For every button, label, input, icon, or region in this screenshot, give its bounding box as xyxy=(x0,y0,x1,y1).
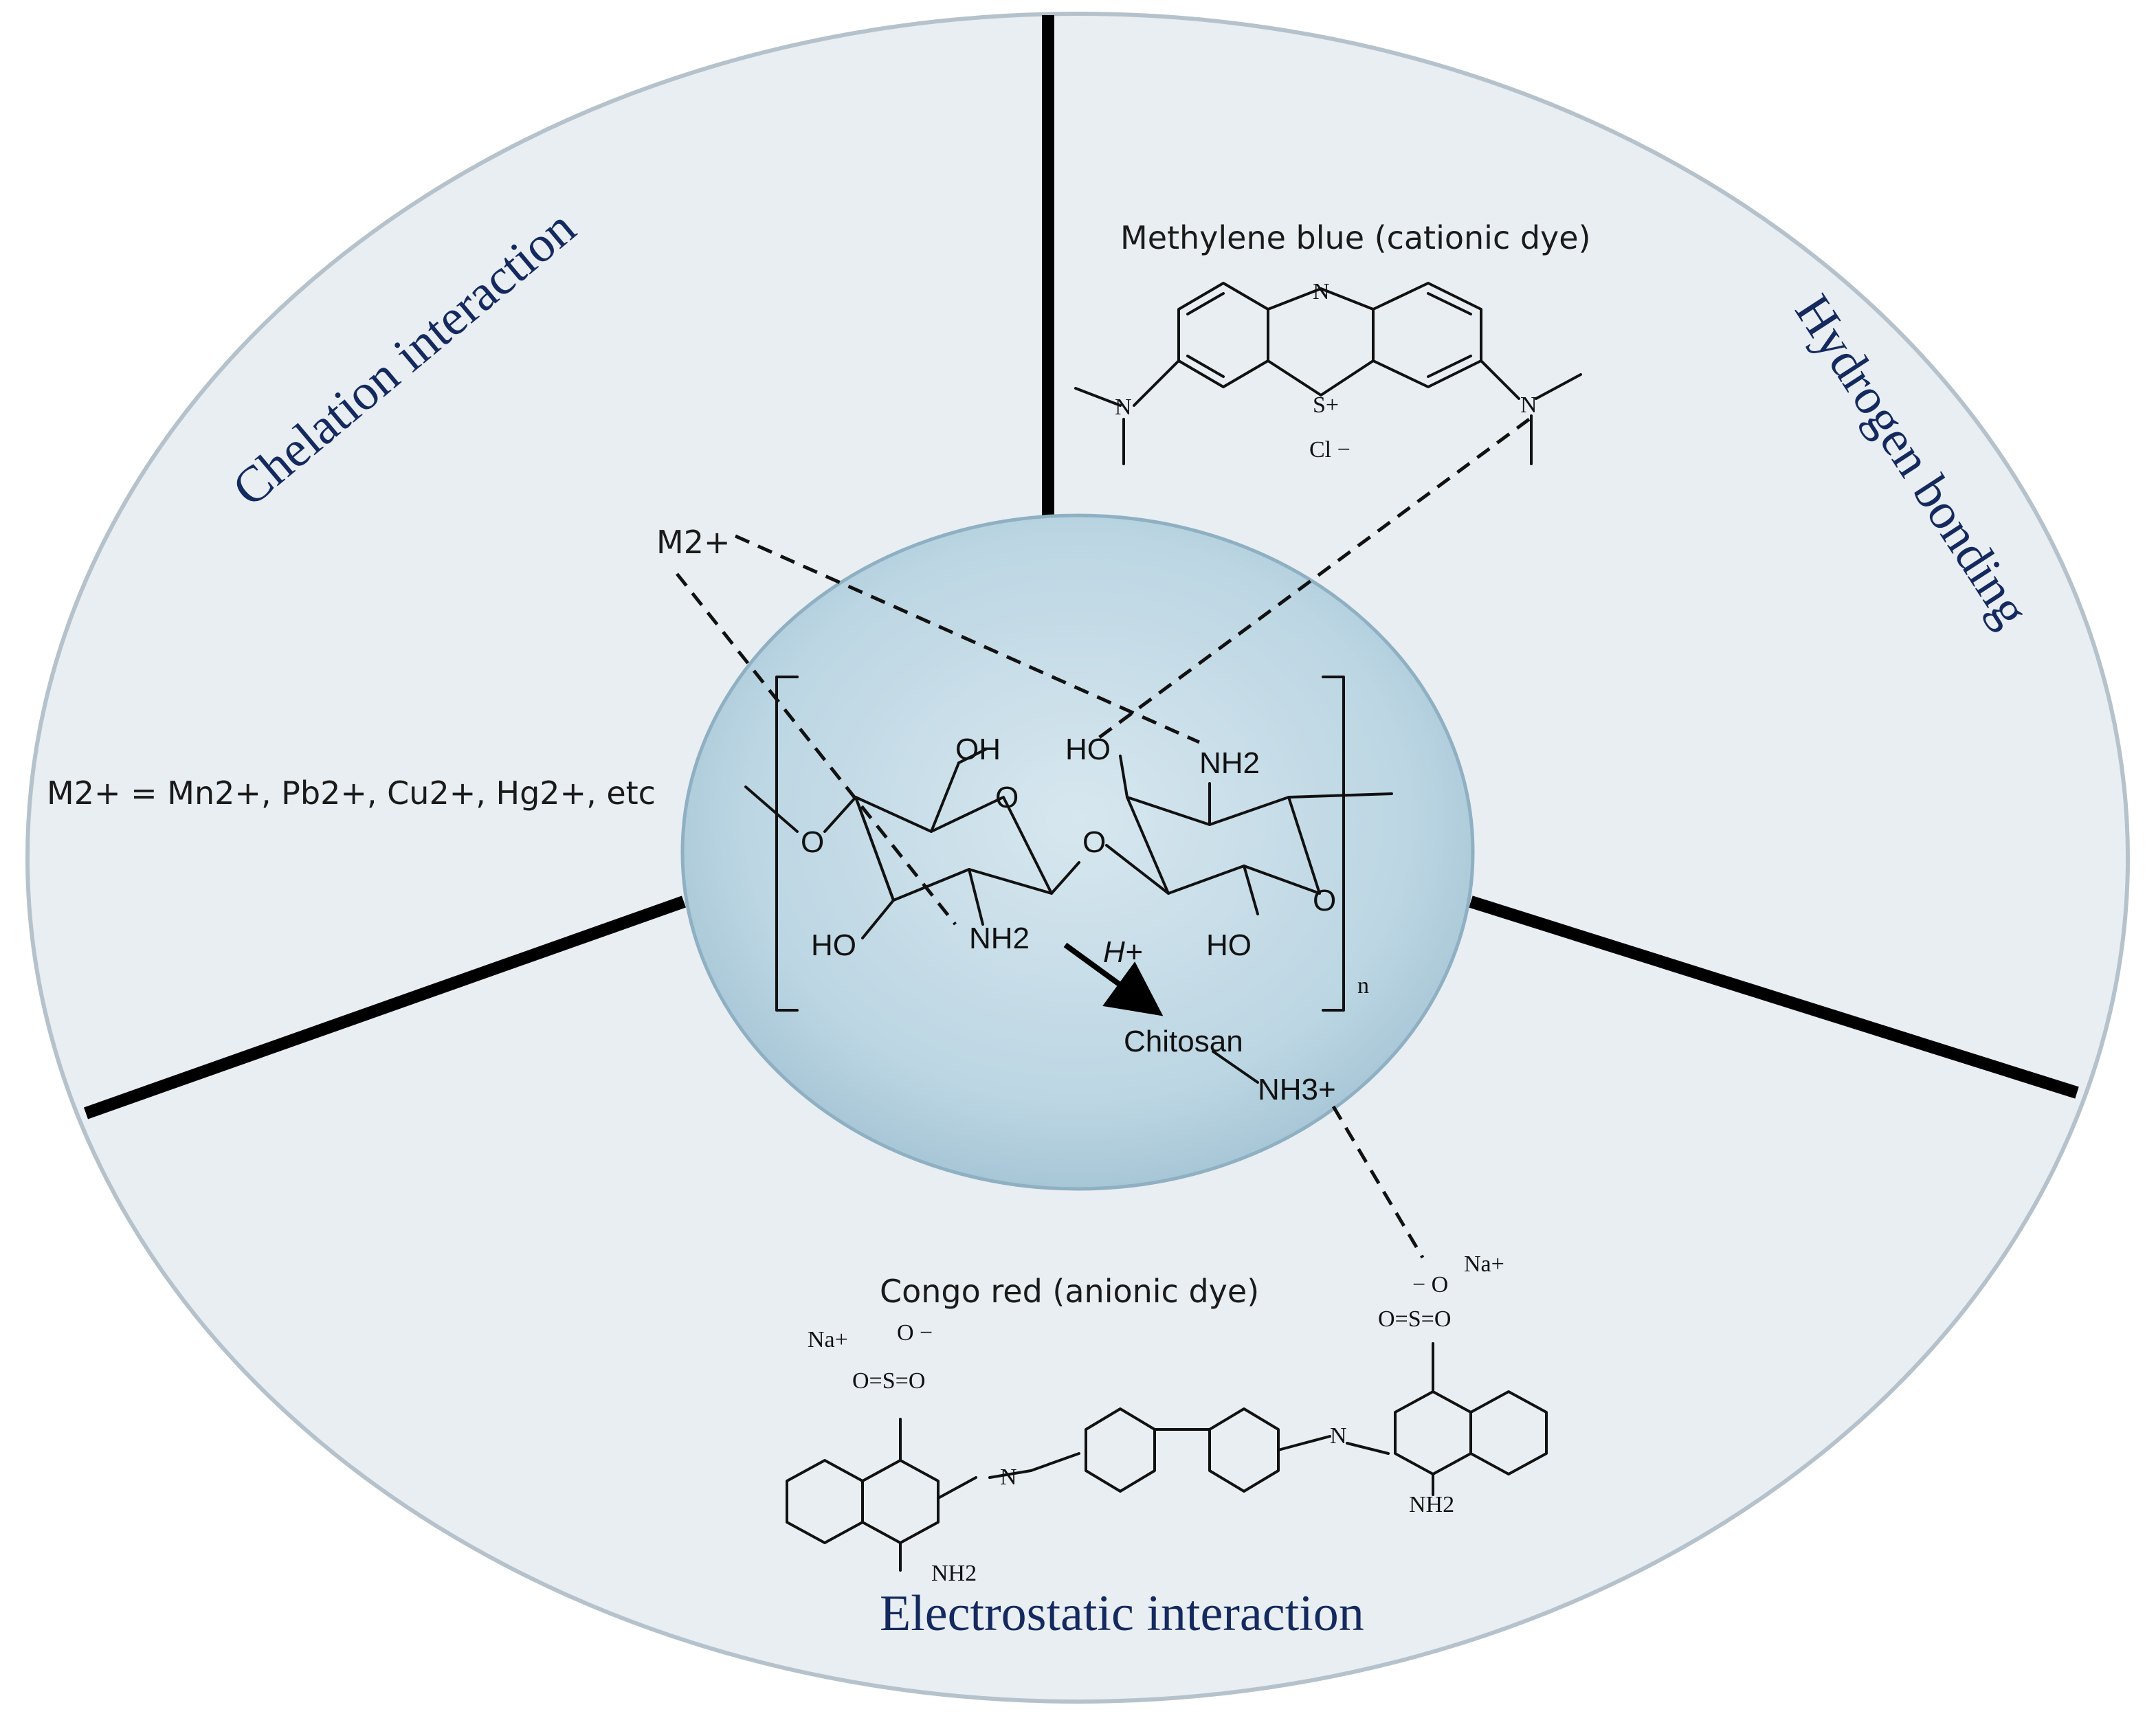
methylene-blue-n: N xyxy=(1313,279,1330,304)
congo-na-right: Na+ xyxy=(1464,1251,1504,1277)
dash-metal-o xyxy=(676,572,957,926)
congo-azo-left: N xyxy=(1000,1464,1017,1490)
chitosan-label: Chitosan xyxy=(1124,1025,1243,1058)
congo-o-minus-right: − O xyxy=(1412,1272,1448,1297)
dash-metal-nh2 xyxy=(734,534,1201,744)
protonation-arrow xyxy=(1063,942,1164,1016)
chitosan-ho-top: HO xyxy=(1065,733,1111,766)
chitosan-nh2-top: NH2 xyxy=(1199,746,1260,780)
congo-red-name: Congo red (anionic dye) xyxy=(880,1273,1259,1310)
chitosan-oh-top: OH xyxy=(955,733,1001,766)
congo-nh2-right: NH2 xyxy=(1409,1492,1454,1517)
chitosan-ho-bottom-right: HO xyxy=(1206,928,1252,962)
congo-azo-right: N xyxy=(1330,1423,1347,1449)
chitosan-o-ring1: O xyxy=(995,781,1019,814)
nh3-plus-label: NH3+ xyxy=(1258,1073,1336,1106)
svg-text:N: N xyxy=(1520,392,1537,418)
methylene-blue-cl: Cl − xyxy=(1309,437,1351,463)
electrostatic-title: Electrostatic interaction xyxy=(880,1585,1364,1642)
metal-ion-label: M2+ xyxy=(656,524,731,561)
chitosan-o-ring2: O xyxy=(1313,884,1336,917)
congo-so2-right: O=S=O xyxy=(1378,1306,1451,1332)
dash-nh3-so3 xyxy=(1331,1105,1425,1259)
congo-nh2-left: NH2 xyxy=(931,1561,977,1586)
divider-left xyxy=(83,895,687,1119)
congo-na-left: Na+ xyxy=(808,1327,848,1352)
methylene-blue-name: Methylene blue (cationic dye) xyxy=(1120,219,1591,256)
svg-text:N: N xyxy=(1115,394,1132,420)
inner-ellipse xyxy=(680,513,1475,1191)
methylene-blue-structure: N N xyxy=(1074,282,1582,465)
metal-list-label: M2+ = Mn2+, Pb2+, Cu2+, Hg2+, etc xyxy=(47,775,656,812)
chitosan-n-subscript: n xyxy=(1357,973,1369,999)
congo-red-structure xyxy=(786,1342,1548,1572)
divider-right xyxy=(1469,895,2079,1099)
congo-o-minus-left: O − xyxy=(897,1320,933,1346)
chitosan-structure xyxy=(744,676,1393,1012)
h-plus-label: H+ xyxy=(1103,935,1142,969)
chitosan-bond xyxy=(1212,1050,1259,1084)
chitosan-nh2-bottom: NH2 xyxy=(969,922,1030,955)
methylene-blue-s: S+ xyxy=(1313,392,1339,418)
congo-so2-left: O=S=O xyxy=(852,1368,925,1394)
chitosan-ho-bottom-left: HO xyxy=(811,928,856,962)
chitosan-o-link2: O xyxy=(1082,825,1106,859)
chitosan-o-link1: O xyxy=(801,825,824,859)
dash-mb-ho xyxy=(1091,417,1531,744)
